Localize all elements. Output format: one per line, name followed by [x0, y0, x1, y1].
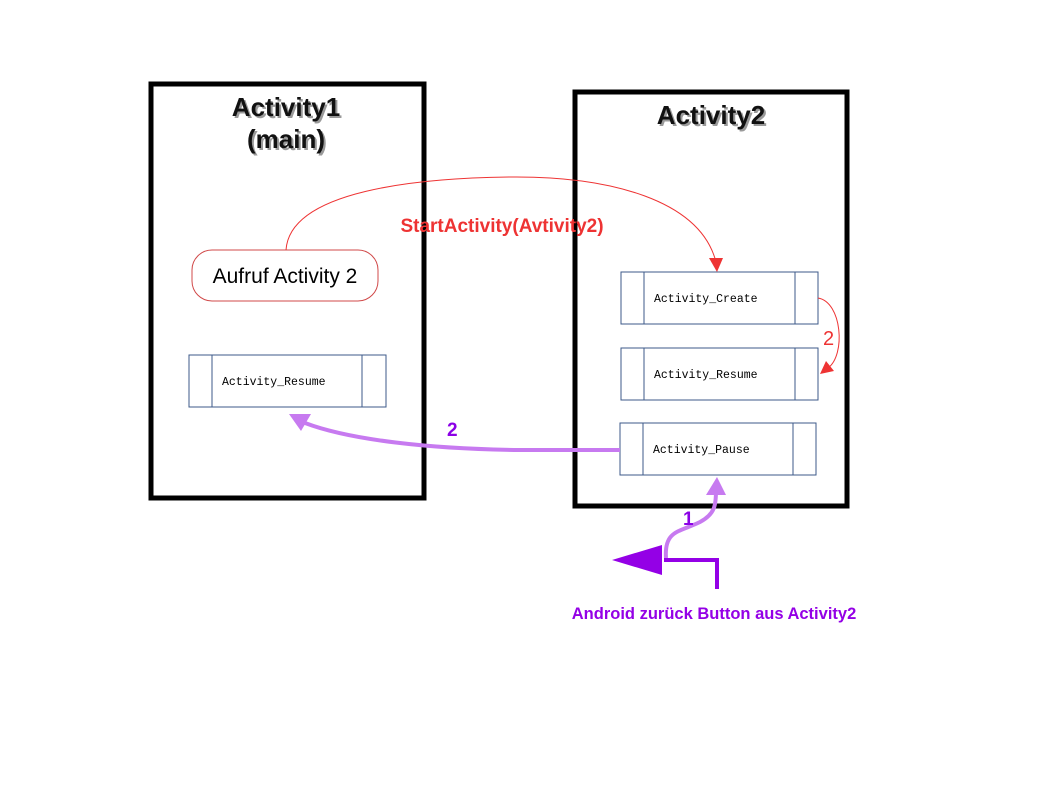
activity2-title-shadow: Activity2 — [659, 102, 767, 132]
pause-to-resume-label: 2 — [447, 420, 458, 441]
back-to-pause-arrow: 1 — [663, 477, 726, 559]
activity2-title: Activity2 — [657, 100, 765, 130]
activity2-resume-label: Activity_Resume — [654, 369, 758, 382]
start-activity-arrowhead — [709, 258, 723, 272]
start-activity-arrow: StartActivity(Avtivity2) — [285, 176, 723, 272]
activity1-title-shadow: Activity1 — [234, 94, 342, 124]
create-to-resume-arrowhead — [820, 361, 834, 374]
activity2-resume-node: Activity_Resume — [620, 347, 819, 401]
call-activity2-label: Aufruf Activity 2 — [213, 265, 358, 288]
activity2-pause-label: Activity_Pause — [653, 444, 750, 457]
back-arrow-icon — [612, 545, 719, 589]
activity1-subtitle: (main) — [247, 124, 325, 154]
activity1-subtitle-shadow: (main) — [249, 126, 327, 156]
call-activity2-node: Aufruf Activity 2 — [191, 249, 379, 302]
activity2-pause-node: Activity_Pause — [619, 422, 817, 476]
create-to-resume-arrow: 2 — [817, 297, 840, 374]
back-to-pause-label: 1 — [683, 509, 694, 530]
back-to-pause-arrowhead — [706, 477, 726, 495]
start-activity-label: StartActivity(Avtivity2) — [400, 216, 603, 237]
activity1-resume-node: Activity_Resume — [188, 354, 387, 408]
activity1-title: Activity1 — [232, 92, 340, 122]
pause-to-resume-arrow: 2 — [289, 414, 620, 452]
activity2-create-label: Activity_Create — [654, 293, 758, 306]
create-to-resume-label: 2 — [823, 328, 834, 350]
activity2-create-node: Activity_Create — [620, 271, 819, 325]
back-button-caption: Android zurück Button aus Activity2 — [572, 605, 857, 623]
activity1-resume-label: Activity_Resume — [222, 376, 326, 389]
pause-to-resume-arrowhead — [289, 414, 311, 431]
